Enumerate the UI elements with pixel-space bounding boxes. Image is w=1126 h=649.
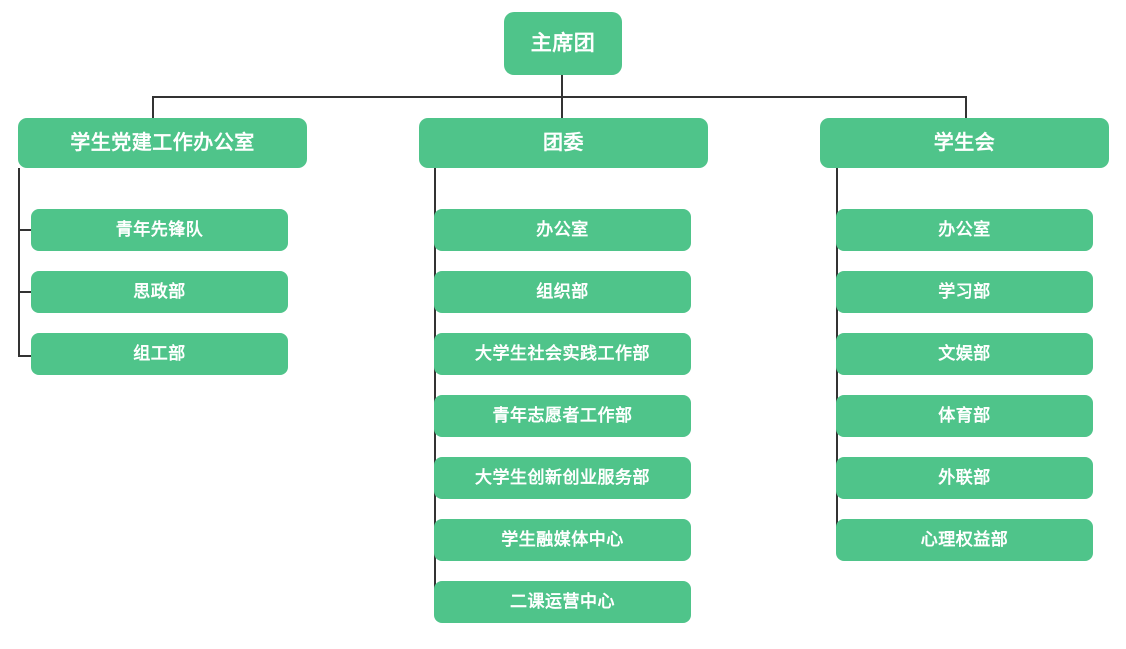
node-leaf-3-1[interactable]: 办公室	[836, 209, 1093, 251]
node-leaf-3-4[interactable]: 体育部	[836, 395, 1093, 437]
node-leaf-2-1[interactable]: 办公室	[434, 209, 691, 251]
node-leaf-2-3[interactable]: 大学生社会实践工作部	[434, 333, 691, 375]
connector-bus-to-branch-2	[561, 96, 563, 119]
node-branch-1[interactable]: 学生党建工作办公室	[18, 118, 307, 168]
connector-bus-to-branch-3	[965, 96, 967, 119]
node-leaf-1-1[interactable]: 青年先锋队	[31, 209, 288, 251]
node-leaf-1-2[interactable]: 思政部	[31, 271, 288, 313]
connector-root-stem	[561, 75, 563, 97]
node-root-presidium[interactable]: 主席团	[504, 12, 622, 75]
node-leaf-2-5[interactable]: 大学生创新创业服务部	[434, 457, 691, 499]
node-leaf-2-7[interactable]: 二课运营中心	[434, 581, 691, 623]
connector-root-bus	[152, 96, 967, 98]
node-leaf-2-6[interactable]: 学生融媒体中心	[434, 519, 691, 561]
node-leaf-3-2[interactable]: 学习部	[836, 271, 1093, 313]
node-leaf-2-4[interactable]: 青年志愿者工作部	[434, 395, 691, 437]
connector-branch-2-trunk	[434, 168, 436, 607]
connector-branch-1-stub-2	[18, 291, 32, 293]
node-branch-2[interactable]: 团委	[419, 118, 708, 168]
connector-bus-to-branch-1	[152, 96, 154, 119]
node-leaf-3-5[interactable]: 外联部	[836, 457, 1093, 499]
connector-branch-1-stub-3	[18, 355, 32, 357]
node-leaf-1-3[interactable]: 组工部	[31, 333, 288, 375]
node-leaf-3-3[interactable]: 文娱部	[836, 333, 1093, 375]
node-branch-3[interactable]: 学生会	[820, 118, 1109, 168]
connector-branch-1-trunk	[18, 168, 20, 357]
node-leaf-3-6[interactable]: 心理权益部	[836, 519, 1093, 561]
node-leaf-2-2[interactable]: 组织部	[434, 271, 691, 313]
connector-branch-1-stub-1	[18, 229, 32, 231]
